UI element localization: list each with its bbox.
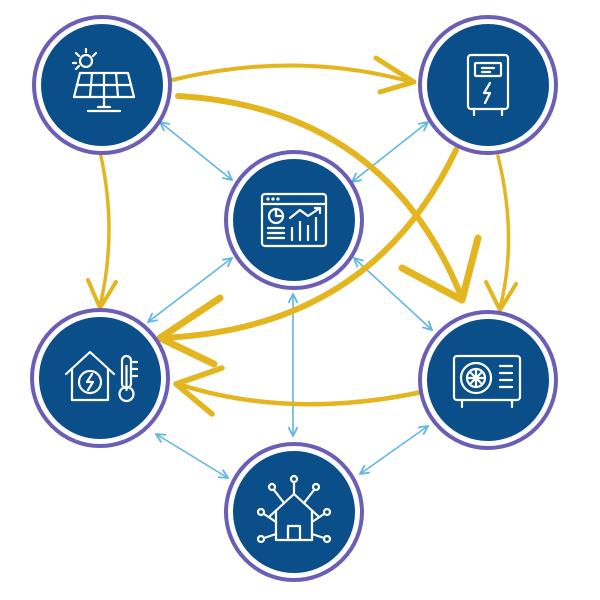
energy-flow-inverter-building-head <box>156 294 224 368</box>
data-link-heatpump-smarthome <box>360 426 428 474</box>
node-heatpump[interactable] <box>418 310 558 450</box>
energy-flow-heatpump-building <box>175 381 425 407</box>
node-solar[interactable] <box>32 15 172 155</box>
energy-flow-inverter-building <box>157 147 459 341</box>
energy-flow-solar-inverter <box>170 63 414 84</box>
data-links <box>148 122 432 478</box>
energy-flow-heatpump-building-head <box>173 365 225 417</box>
energy-flow-inverter-heatpump-head <box>484 280 518 312</box>
node-smarthome[interactable] <box>224 442 364 582</box>
smart-home-network-icon <box>256 474 332 544</box>
data-link-building-smarthome <box>156 434 228 478</box>
energy-flows <box>86 55 518 417</box>
node-building[interactable] <box>30 308 170 448</box>
energy-flow-solar-heatpump <box>175 93 465 301</box>
energy-flow-inverter-heatpump <box>496 154 511 310</box>
data-link-solar-monitor <box>160 122 232 180</box>
house-thermometer-icon <box>64 350 139 403</box>
data-link-inverter-monitor <box>352 122 428 182</box>
battery-inverter-icon <box>466 53 510 117</box>
energy-flow-solar-inverter-head <box>373 55 417 95</box>
solar-panel-icon <box>71 47 136 113</box>
dashboard-analytics-icon <box>260 192 328 248</box>
node-monitor[interactable] <box>224 150 364 290</box>
node-inverter[interactable] <box>418 15 558 155</box>
data-link-building-monitor <box>148 258 232 322</box>
heat-pump-fan-icon <box>452 354 522 409</box>
energy-flow-solar-building <box>98 150 111 308</box>
energy-flow-solar-heatpump-head <box>398 234 482 304</box>
